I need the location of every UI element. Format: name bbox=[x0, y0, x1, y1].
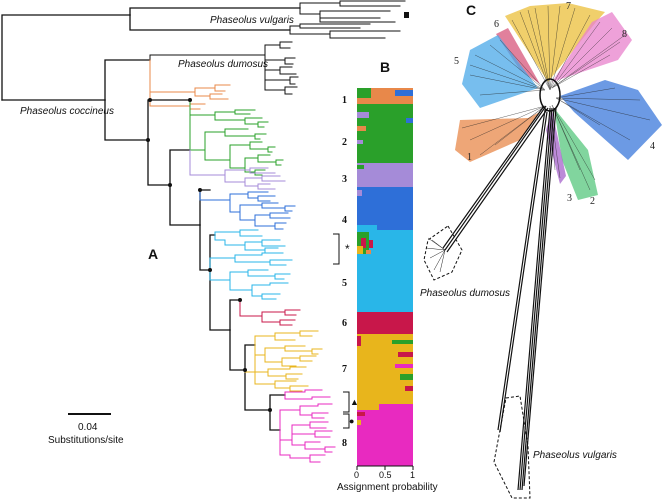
node-markers bbox=[146, 98, 272, 412]
c-cluster-5: 5 bbox=[454, 56, 459, 67]
sector-2 bbox=[554, 108, 598, 200]
structure-cluster-labels: 1 2 3 4 5 6 7 8 bbox=[342, 95, 347, 449]
vulgaris-tip-marker bbox=[404, 12, 409, 18]
sector-7 bbox=[505, 3, 605, 82]
axis-tick-0: 0 bbox=[354, 470, 359, 480]
sector-6 bbox=[496, 28, 540, 84]
scale-bar-unit: Substitutions/site bbox=[48, 435, 124, 446]
c-cluster-7: 7 bbox=[566, 1, 571, 12]
scale-bar-value: 0.04 bbox=[78, 422, 98, 433]
b-cluster-1: 1 bbox=[342, 95, 347, 106]
triangle-marker: ▲ bbox=[350, 397, 359, 407]
c-cluster-1: 1 bbox=[467, 152, 472, 163]
label-dumosus: Phaseolus dumosus bbox=[178, 59, 268, 70]
network-label-dumosus: Phaseolus dumosus bbox=[420, 288, 510, 299]
c-cluster-8: 8 bbox=[622, 29, 627, 40]
structure-axis: 0 0.5 1 Assignment probability bbox=[337, 465, 438, 493]
sector-5 bbox=[462, 35, 538, 108]
asterisk-bracket bbox=[333, 233, 340, 265]
b-cluster-6: 6 bbox=[342, 318, 347, 329]
clade-dumosus bbox=[149, 41, 299, 95]
panel-c-label: C bbox=[466, 2, 476, 18]
b-cluster-3: 3 bbox=[342, 174, 347, 185]
b-cluster-8: 8 bbox=[342, 438, 347, 449]
label-vulgaris: Phaseolus vulgaris bbox=[210, 15, 294, 26]
axis-label: Assignment probability bbox=[337, 482, 438, 493]
c-cluster-2: 2 bbox=[590, 196, 595, 207]
clade-4 bbox=[199, 189, 296, 230]
b-cluster-5: 5 bbox=[342, 278, 347, 289]
clade-3 bbox=[189, 149, 286, 190]
sector-3 bbox=[546, 110, 566, 184]
c-cluster-6: 6 bbox=[494, 19, 499, 30]
c-cluster-3: 3 bbox=[567, 193, 572, 204]
clade-6 bbox=[239, 299, 301, 326]
vulgaris-outline bbox=[493, 395, 531, 499]
clade-2 bbox=[189, 99, 284, 176]
sector-1 bbox=[455, 112, 540, 162]
circle-bracket bbox=[343, 413, 350, 429]
panel-b-label: B bbox=[380, 59, 390, 75]
clade-7 bbox=[244, 330, 323, 392]
asterisk-marker: * bbox=[345, 242, 350, 256]
structure-plot bbox=[357, 88, 413, 466]
axis-tick-05: 0.5 bbox=[379, 470, 392, 480]
panel-a-label: A bbox=[148, 246, 158, 262]
circle-marker: ● bbox=[349, 416, 354, 426]
clade-vulgaris bbox=[289, 0, 406, 39]
sector-8 bbox=[552, 12, 632, 82]
tree-backbone bbox=[1, 7, 301, 431]
b-cluster-2: 2 bbox=[342, 137, 347, 148]
network-cluster-labels: 1 2 3 4 5 6 7 8 bbox=[454, 1, 655, 207]
dumosus-outline bbox=[423, 225, 463, 281]
triangle-bracket bbox=[343, 391, 350, 413]
network-diagram bbox=[423, 3, 662, 499]
axis-tick-1: 1 bbox=[410, 470, 415, 480]
network-label-vulgaris: Phaseolus vulgaris bbox=[533, 450, 617, 461]
clade-5 bbox=[209, 229, 293, 300]
phylogeny-tree bbox=[1, 0, 409, 463]
label-coccineus: Phaseolus coccineus bbox=[20, 106, 114, 117]
b-cluster-4: 4 bbox=[342, 215, 347, 226]
clade-8 bbox=[279, 389, 336, 463]
b-cluster-7: 7 bbox=[342, 364, 347, 375]
c-cluster-4: 4 bbox=[650, 141, 655, 152]
